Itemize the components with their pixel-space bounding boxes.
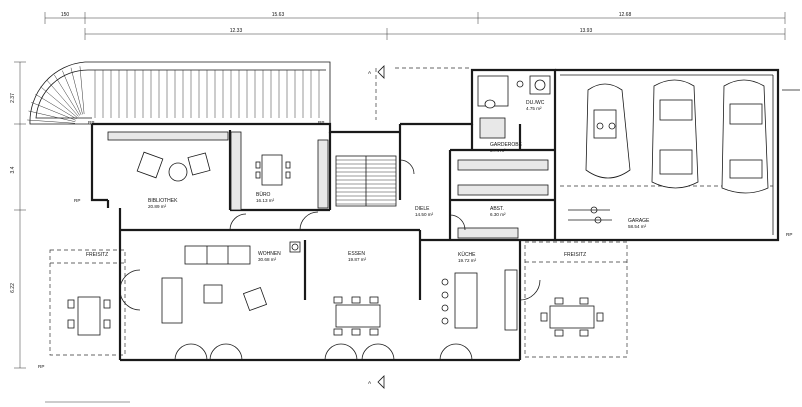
dimension-top-3: 12.68: [619, 12, 632, 18]
level-tl: RP: [88, 120, 94, 125]
dimension-top-2: 15.63: [272, 12, 285, 18]
section-markers: A A: [368, 65, 800, 389]
section-symbol-top: A: [368, 70, 372, 75]
room-area-garage: 58.54 m²: [628, 224, 647, 229]
dimension-lines: 150 15.63 12.68 12.33 13.93 2.37 3.4 6.2…: [10, 12, 786, 403]
cars: [568, 79, 769, 224]
room-area-dusche_wc: 4.75 m²: [526, 106, 542, 111]
level-tm: RP: [318, 120, 324, 125]
room-label-bibliothek: BIBLIOTHEK: [148, 198, 178, 204]
dimension-left-3: 6.22: [10, 283, 16, 293]
room-area-wohnen: 30.68 m²: [258, 257, 277, 262]
room-area-diele: 14.50 m²: [415, 212, 434, 217]
room-area-essen: 19.87 m²: [348, 257, 367, 262]
room-label-garderobe: GARDEROBE: [490, 142, 523, 148]
room-label-buero: BÜRO: [256, 191, 271, 198]
dimension-top-1: 150: [61, 12, 70, 18]
room-label-freisitz_west: FREISITZ: [86, 252, 108, 258]
room-label-freisitz_ost: FREISITZ: [564, 252, 586, 258]
room-label-abst: ABST.: [490, 206, 504, 212]
room-label-wohnen: WOHNEN: [258, 251, 281, 257]
terraces: [49, 67, 628, 358]
car-suv: [651, 79, 699, 189]
fan-stair: [27, 61, 331, 125]
room-label-dusche_wc: DU./WC: [526, 100, 545, 106]
section-symbol-bottom: A: [368, 380, 372, 385]
walls: [90, 68, 780, 362]
room-area-buero: 16.13 m²: [256, 198, 275, 203]
built-in-cabinets: [107, 117, 549, 239]
level-left-bottom: RP: [38, 364, 44, 369]
room-area-kueche: 19.72 m²: [458, 258, 477, 263]
room-area-bibliothek: 20.89 m²: [148, 204, 167, 209]
room-area-garderobe: 8.74 m²: [490, 148, 506, 153]
room-label-garage: GARAGE: [628, 218, 650, 224]
car-convertible: [585, 83, 631, 179]
doors: [119, 159, 541, 361]
dimension-left-2: 3.4: [10, 166, 16, 173]
room-label-kueche: KÜCHE: [458, 251, 476, 258]
main-staircase: [335, 155, 397, 207]
room-area-abst: 6.30 m²: [490, 212, 506, 217]
dimension-second-1: 12.33: [230, 28, 243, 34]
car-sedan: [721, 79, 769, 194]
dimension-left-1: 2.37: [10, 93, 16, 103]
level-left-mid: RP: [74, 198, 80, 203]
dimension-second-2: 13.93: [580, 28, 593, 34]
furniture: [67, 151, 604, 337]
bicycles: [568, 206, 612, 224]
room-label-essen: ESSEN: [348, 251, 365, 257]
level-right: RP: [786, 232, 792, 237]
level-labels: RP RP RP RP RP: [38, 120, 792, 369]
bathroom-fixtures: [477, 75, 551, 109]
room-label-diele: DIELE: [415, 206, 430, 212]
